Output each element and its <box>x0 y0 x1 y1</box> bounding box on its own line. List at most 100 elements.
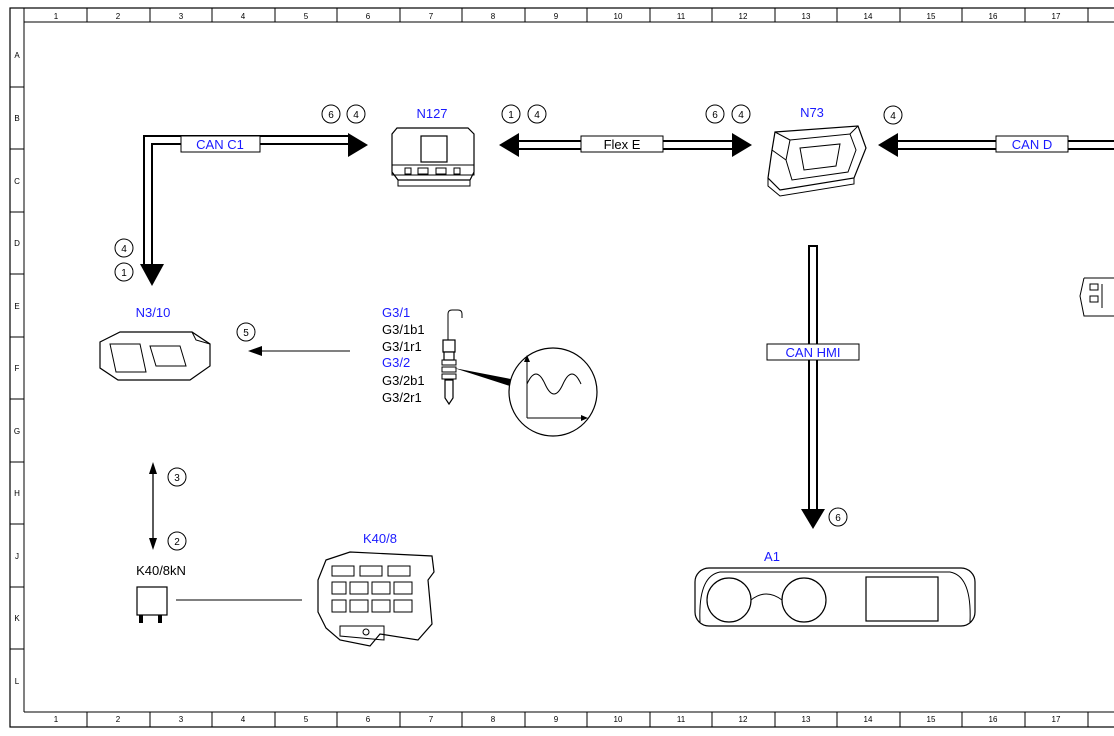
col-label: 2 <box>116 12 121 21</box>
svg-text:3: 3 <box>174 473 180 484</box>
callout-marker: 4 <box>114 238 134 258</box>
display-screen-icon <box>865 576 939 622</box>
n127-label: N127 <box>416 106 447 121</box>
callouts: 6 4 1 4 6 4 4 4 1 5 3 2 6 <box>114 104 903 551</box>
callout-marker: 2 <box>167 531 187 551</box>
row-label: H <box>14 489 20 498</box>
arrow-right-icon <box>348 133 368 157</box>
svg-text:2: 2 <box>174 537 180 548</box>
col-label: 17 <box>1052 12 1061 21</box>
callout-marker: 1 <box>114 262 134 282</box>
row-label: F <box>15 364 20 373</box>
n3-10-label: N3/10 <box>136 305 171 320</box>
col-label: 5 <box>304 715 309 724</box>
svg-text:6: 6 <box>328 110 334 121</box>
callout-marker: 6 <box>705 104 725 124</box>
svg-text:6: 6 <box>712 110 718 121</box>
col-label: 17 <box>1052 715 1061 724</box>
row-label: J <box>15 552 19 561</box>
col-label: 9 <box>554 12 559 21</box>
can-d-bus: CAN D <box>878 133 1114 157</box>
col-label: 14 <box>864 12 873 21</box>
row-grid <box>10 86 24 650</box>
row-label: G <box>14 427 20 436</box>
col-label: 8 <box>491 715 496 724</box>
k40-8kn-label: K40/8kN <box>136 563 186 578</box>
callout-marker: 4 <box>527 104 547 124</box>
oxygen-sensor-probe-icon <box>441 309 598 437</box>
bus-label-can-hmi: CAN HMI <box>786 345 841 360</box>
col-label: 10 <box>614 715 623 724</box>
relay-signal-arrow <box>149 462 157 550</box>
g3-1b1-label: G3/1b1 <box>382 322 425 337</box>
col-label: 2 <box>116 715 121 724</box>
g3-2b1-label: G3/2b1 <box>382 373 425 388</box>
arrow-left-icon <box>248 346 262 356</box>
col-label: 11 <box>677 715 686 724</box>
column-labels-bottom: 1 2 3 4 5 6 7 8 9 10 11 12 13 14 15 16 1… <box>54 715 1061 724</box>
svg-text:4: 4 <box>890 111 896 122</box>
arrow-down-icon <box>149 538 157 550</box>
a1-label: A1 <box>764 549 780 564</box>
arrow-down-icon <box>140 264 164 286</box>
n127-control-unit: N127 <box>391 106 475 187</box>
col-label: 14 <box>864 715 873 724</box>
col-label: 13 <box>802 12 811 21</box>
svg-text:1: 1 <box>121 268 127 279</box>
g3-2-label: G3/2 <box>382 355 410 370</box>
column-grid <box>86 8 1089 727</box>
row-label: C <box>14 177 20 186</box>
col-label: 7 <box>429 715 434 724</box>
row-label: L <box>15 677 20 686</box>
callout-marker: 4 <box>731 104 751 124</box>
arrow-left-icon <box>878 133 898 157</box>
col-label: 11 <box>677 12 686 21</box>
col-label: 1 <box>54 715 59 724</box>
row-label: K <box>14 614 20 623</box>
bus-label-can-d: CAN D <box>1012 137 1052 152</box>
col-label: 4 <box>241 715 246 724</box>
svg-text:1: 1 <box>508 110 514 121</box>
callout-marker: 4 <box>346 104 366 124</box>
k40-8kn-relay: K40/8kN <box>136 563 302 623</box>
callout-marker: 6 <box>828 507 848 527</box>
col-label: 3 <box>179 715 184 724</box>
callout-marker: 3 <box>167 467 187 487</box>
row-label: A <box>14 51 20 60</box>
col-label: 9 <box>554 715 559 724</box>
svg-text:4: 4 <box>738 110 744 121</box>
col-label: 12 <box>739 715 748 724</box>
diagram-frame <box>9 7 1114 728</box>
row-label: E <box>14 302 19 311</box>
n73-ignition-switch: N73 <box>767 105 867 197</box>
flex-e-bus: Flex E <box>499 133 752 157</box>
svg-text:5: 5 <box>243 328 249 339</box>
can-c1-bus: CAN C1 <box>140 133 368 286</box>
svg-text:4: 4 <box>121 244 127 255</box>
col-label: 13 <box>802 715 811 724</box>
bus-label-flex-e: Flex E <box>604 137 641 152</box>
arrow-left-icon <box>499 133 519 157</box>
col-label: 7 <box>429 12 434 21</box>
diagnostic-connector-icon <box>1079 277 1114 317</box>
callout-marker: 5 <box>236 322 256 342</box>
col-label: 15 <box>927 12 936 21</box>
callout-marker: 6 <box>321 104 341 124</box>
arrow-up-icon <box>149 462 157 474</box>
oxygen-sensor-labels: G3/1 G3/1b1 G3/1r1 G3/2 G3/2b1 G3/2r1 <box>382 305 425 405</box>
relay-icon <box>136 586 168 616</box>
gauge-icon <box>706 577 752 623</box>
g3-1r1-label: G3/1r1 <box>382 339 422 354</box>
lambda-signal-magnifier <box>508 347 598 437</box>
col-label: 16 <box>989 715 998 724</box>
n73-switch-icon <box>767 125 867 191</box>
col-label: 10 <box>614 12 623 21</box>
callout-marker: 4 <box>883 105 903 125</box>
svg-text:6: 6 <box>835 513 841 524</box>
row-label: D <box>14 239 20 248</box>
can-hmi-bus: CAN HMI <box>766 245 860 529</box>
col-label: 12 <box>739 12 748 21</box>
n3-10-control-unit: N3/10 <box>99 305 211 381</box>
col-label: 3 <box>179 12 184 21</box>
